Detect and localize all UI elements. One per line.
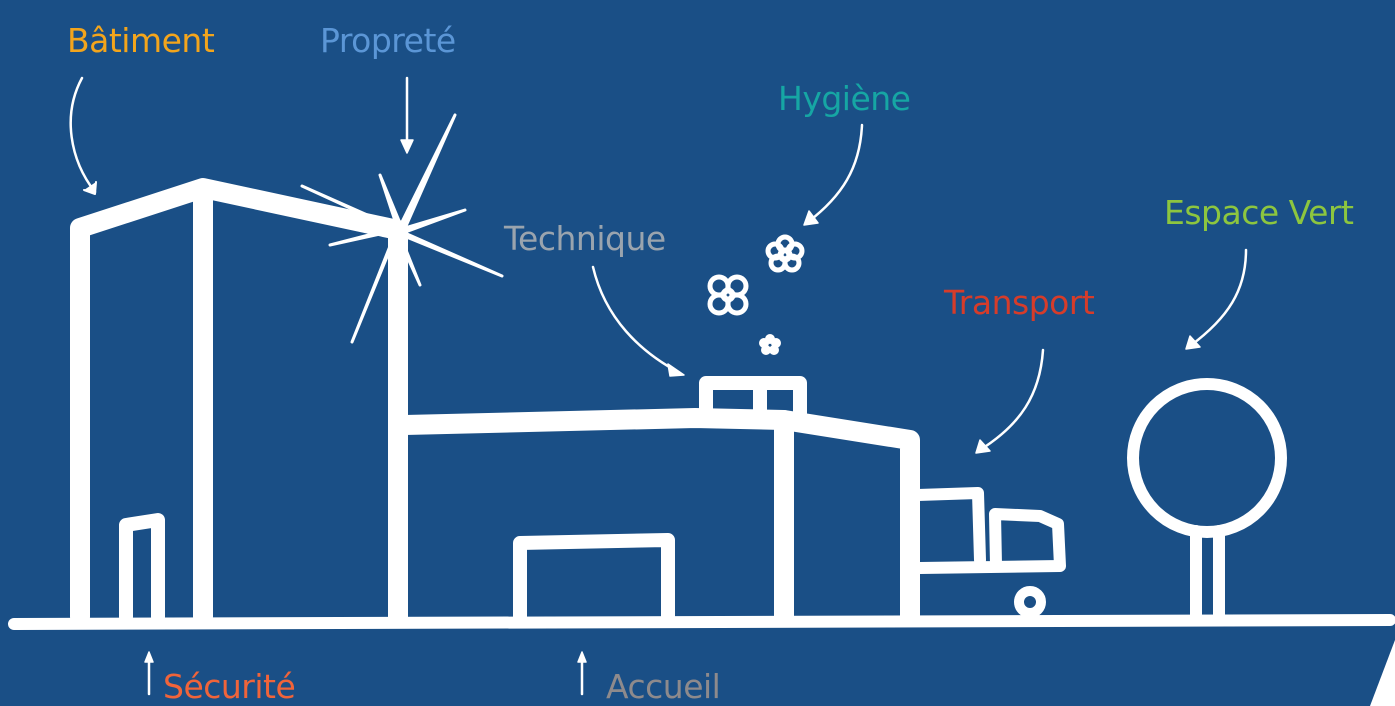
arrow-batiment: [69, 76, 97, 194]
pointer-arrows: [69, 76, 1248, 696]
tree-icon: [1127, 378, 1287, 623]
arrow-hygiene-head: [803, 210, 819, 226]
roof-box: [699, 376, 807, 422]
tall-building: [70, 178, 408, 627]
truck-icon: [912, 487, 1066, 618]
label-proprete: Propreté: [320, 21, 456, 60]
label-securite: Sécurité: [163, 667, 296, 706]
arrow-transport: [978, 348, 1045, 452]
arrow-securite-head: [144, 651, 154, 663]
arrow-proprete-head: [400, 139, 414, 154]
sparkle-icon: [300, 113, 504, 344]
label-espace-vert: Espace Vert: [1164, 193, 1354, 232]
reception-door: [513, 533, 675, 624]
ground-line: [8, 614, 1395, 630]
arrow-hygiene: [806, 123, 864, 224]
label-transport: Transport: [944, 283, 1095, 322]
corner-slash: [1370, 640, 1395, 706]
flower-icon: [707, 234, 805, 355]
arrow-espace-vert: [1188, 248, 1248, 348]
arrow-transport-head: [975, 439, 991, 454]
arrow-technique: [591, 265, 682, 375]
label-batiment: Bâtiment: [67, 21, 215, 60]
arrow-batiment-head: [83, 181, 97, 195]
arrow-accueil-head: [577, 651, 587, 663]
label-accueil: Accueil: [606, 667, 721, 706]
label-hygiene: Hygiène: [778, 79, 911, 118]
security-door: [119, 513, 165, 624]
low-building: [395, 408, 920, 627]
arrow-technique-head: [667, 363, 685, 377]
label-technique: Technique: [504, 219, 666, 258]
arrow-espace-vert-head: [1185, 335, 1201, 350]
